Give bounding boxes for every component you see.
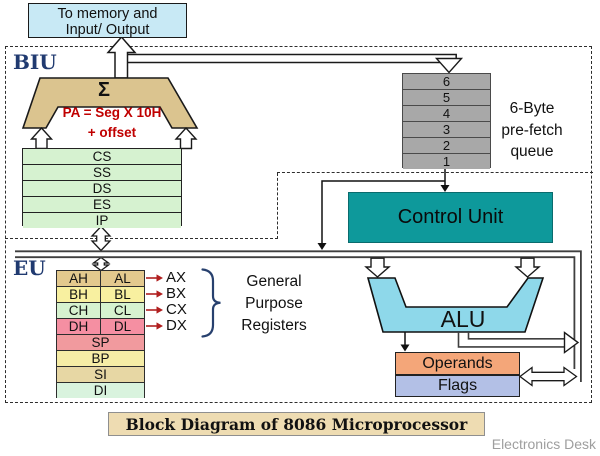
chip-outer-border (5, 46, 592, 403)
arrowhead-operands (400, 344, 410, 352)
gp-group-label: General Purpose Registers (224, 271, 324, 337)
biu-eu-divider-vertical (277, 173, 278, 239)
register-ch: CH (68, 303, 89, 318)
alu-shape (366, 277, 545, 333)
register-al: AL (100, 271, 144, 286)
queue-cell-1: 1 (403, 154, 490, 169)
queue-label-line2: pre-fetch (501, 121, 563, 139)
register-row-si: SI (57, 367, 144, 383)
segment-register-ss: SS (23, 165, 181, 181)
bus-biu-inner (127, 59, 445, 64)
bus-eu-inner (15, 256, 576, 369)
arrow-adder-to-memory (106, 35, 137, 79)
alu-label: ALU (440, 306, 486, 332)
bus-biu-outer (127, 53, 457, 59)
arrow-flags-to-bus (518, 366, 578, 387)
queue-cell-5: 5 (403, 90, 490, 106)
segment-register-ip: IP (23, 213, 181, 228)
register-dh: DH (68, 319, 89, 334)
register-dl: DL (100, 319, 144, 334)
red-arrowhead-dx (156, 322, 163, 330)
eu-register-table: AH AL BH BL CH CL DH DL SP BP SI DI (56, 270, 145, 398)
red-arrowhead-ax (156, 274, 163, 282)
memory-io-box: To memory and Input/ Output (28, 3, 187, 38)
diagram-title: Block Diagram of 8086 Microprocessor (108, 412, 485, 436)
segment-register-ds: DS (23, 181, 181, 197)
arrow-segreg-to-adder-right (174, 126, 198, 150)
queue-label-line3: queue (510, 143, 554, 160)
queue-cell-2: 2 (403, 138, 490, 154)
register-row-di: DI (57, 383, 144, 398)
register-row-bp: BP (57, 351, 144, 367)
register-row-b: BH BL (57, 287, 144, 303)
register-row-c: CH CL (57, 303, 144, 319)
arrow-ip-to-bus (90, 225, 112, 252)
segment-register-es: ES (23, 197, 181, 213)
flags-box: Flags (395, 375, 520, 397)
biu-label: BIU (13, 50, 57, 74)
gp-group-line3: Registers (241, 317, 307, 334)
arrow-alu-to-bus (563, 331, 580, 354)
register-bp: BP (91, 351, 110, 366)
prefetch-queue-label: 6-Byte pre-fetch queue (487, 98, 577, 163)
eu-label: EU (13, 256, 46, 280)
register-si: SI (94, 367, 107, 382)
line-queue-to-bus (321, 180, 445, 244)
memory-io-line2: Input/ Output (65, 22, 150, 38)
operands-box: Operands (395, 352, 520, 375)
register-bh: BH (69, 287, 88, 302)
label-cx: CX (166, 301, 187, 318)
queue-cell-4: 4 (403, 106, 490, 122)
segment-register-stack: CS SS DS ES IP (22, 148, 182, 228)
gp-group-line2: Purpose (245, 295, 303, 312)
register-row-sp: SP (57, 335, 144, 351)
prefetch-queue: 6 5 4 3 2 1 (402, 73, 491, 169)
queue-label-line1: 6-Byte (509, 100, 555, 117)
alu-out-outer (457, 332, 565, 348)
label-ax: AX (166, 269, 187, 286)
watermark: Electronics Desk (491, 436, 596, 452)
segment-register-cs: CS (23, 149, 181, 165)
gp-red-arrows (146, 274, 163, 330)
gp-brace (201, 268, 221, 338)
red-arrowhead-cx (156, 306, 163, 314)
arrow-bus-to-alu-right (514, 257, 541, 278)
arrowhead-cu (440, 185, 450, 192)
control-unit-box: Control Unit (348, 192, 553, 243)
arrow-bus-to-queue (434, 57, 464, 74)
register-bl: BL (100, 287, 144, 302)
arrowhead-bus (317, 243, 327, 250)
adder-formula-line2: + offset (87, 125, 137, 140)
adder-shape (21, 77, 199, 129)
arrow-bus-to-alu-left (364, 257, 391, 278)
queue-cell-3: 3 (403, 122, 490, 138)
register-row-d: DH DL (57, 319, 144, 335)
biu-eu-divider-left (5, 238, 278, 239)
queue-cell-6: 6 (403, 74, 490, 90)
memory-io-line1: To memory and (57, 6, 158, 22)
arrow-bus-to-registers (91, 256, 111, 272)
register-row-a: AH AL (57, 271, 144, 287)
adder-sigma-symbol: Σ (97, 79, 110, 101)
register-ah: AH (69, 271, 88, 286)
register-sp: SP (91, 335, 110, 350)
gp-group-line1: General (246, 273, 302, 290)
register-di: DI (93, 383, 108, 398)
register-cl: CL (100, 303, 144, 318)
alu-out-inner (467, 332, 565, 340)
biu-eu-divider-right (277, 172, 593, 173)
bus-eu-outer (15, 250, 582, 382)
label-dx: DX (166, 317, 187, 334)
label-bx: BX (166, 285, 187, 302)
adder-formula-line1: PA = Seg X 10H (62, 105, 162, 120)
red-arrowhead-bx (156, 290, 163, 298)
